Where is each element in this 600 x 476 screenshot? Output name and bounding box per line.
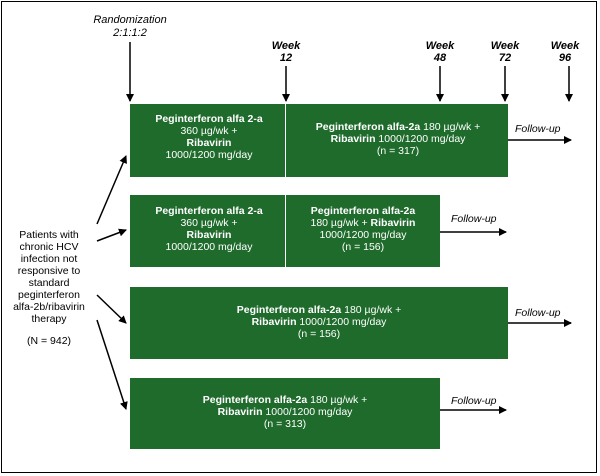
dose: 1000/1200 mg/day [296,316,387,328]
drug-name: Ribavirin [186,229,232,241]
dose: 360 µg/wk + [180,125,238,137]
drug-name: Ribavirin [330,133,376,145]
arm-3-box: Peginterferon alfa-2a 180 µg/wk + Ribavi… [130,287,508,359]
patients-line: therapy [31,313,67,325]
arm-2-maintenance-text: Peginterferon alfa-2a 180 µg/wk + Ribavi… [288,205,438,253]
dose: 1000/1200 mg/day [165,149,253,161]
arm-1-maintenance-text: Peginterferon alfa-2a 180 µg/wk + Ribavi… [290,121,506,157]
week-48-label: Week 48 [420,40,460,64]
arm-count: (n = 313) [263,418,307,430]
patients-line: standard [28,277,70,289]
arm-2-induction-text: Peginterferon alfa 2-a 360 µg/wk + Ribav… [136,205,282,253]
dose: 1000/1200 mg/day [262,406,353,418]
drug-name: Peginterferon alfa-2a [310,205,416,217]
dose: 1000/1200 mg/day [165,241,253,253]
patients-count: (N = 942) [26,335,72,347]
week-72-number: 72 [498,52,512,64]
dose: 180 µg/wk + [420,121,481,133]
week-48-word: Week [425,40,455,52]
dose: 360 µg/wk + [180,217,238,229]
arm-1-box: Peginterferon alfa 2-a 360 µg/wk + Ribav… [130,104,508,177]
drug-name: Peginterferon alfa 2-a [155,113,263,125]
branch-arrow-2 [96,228,127,242]
arm-3-followup: Follow-up [515,307,561,319]
drug-name: Ribavirin [217,406,263,418]
drug-name: Peginterferon alfa-2a [236,304,342,316]
week-12-number: 12 [279,52,293,64]
branch-arrow-4 [96,319,128,410]
week-72-word: Week [490,40,520,52]
dose: 180 µg/wk + [341,304,402,316]
dose: 180 µg/wk + [310,217,371,229]
patients-description: Patients with chronic HCV infection not … [4,229,94,347]
week-12-word: Week [271,40,301,52]
arm-1-followup: Follow-up [515,123,561,135]
patients-line: chronic HCV [19,241,79,253]
dose: 1000/1200 mg/day [375,133,466,145]
randomization-title: Randomization [93,14,167,26]
week-12-label: Week 12 [266,40,306,64]
week-72-label: Week 72 [485,40,525,64]
arm-2-week12-divider [285,195,286,267]
arm-count: (n = 156) [341,241,385,253]
arm-4-box: Peginterferon alfa-2a 180 µg/wk + Ribavi… [130,378,440,449]
week-96-word: Week [550,40,580,52]
week-96-number: 96 [558,52,572,64]
randomization-label: Randomization 2:1:1:2 [80,14,180,40]
arm-count: (n = 156) [297,328,341,340]
randomization-ratio: 2:1:1:2 [113,27,147,39]
arm-count: (n = 317) [376,145,420,157]
branch-arrow-3 [96,294,127,324]
branch-arrow-1 [96,155,127,225]
drug-name: Ribavirin [251,316,297,328]
week-48-number: 48 [433,52,447,64]
arm-2-followup: Follow-up [451,213,497,225]
arm-1-week12-divider [285,104,286,177]
drug-name: Ribavirin [370,217,416,229]
drug-name: Peginterferon alfa-2a [315,121,421,133]
patients-line: peginterferon [18,289,80,301]
patients-line: Patients with [19,229,79,241]
week-96-label: Week 96 [545,40,585,64]
patients-line: responsive to [17,265,81,277]
dose: 1000/1200 mg/day [319,229,407,241]
arm-2-box: Peginterferon alfa 2-a 360 µg/wk + Ribav… [130,195,440,267]
arm-1-induction-text: Peginterferon alfa 2-a 360 µg/wk + Ribav… [136,113,282,161]
drug-name: Peginterferon alfa 2-a [155,205,263,217]
patients-line: alfa-2b/ribavirin [13,301,85,313]
arm-4-text: Peginterferon alfa-2a 180 µg/wk + Ribavi… [160,394,410,430]
dose: 180 µg/wk + [307,394,368,406]
drug-name: Peginterferon alfa-2a [202,394,308,406]
arm-4-followup: Follow-up [451,395,497,407]
arm-3-text: Peginterferon alfa-2a 180 µg/wk + Ribavi… [190,304,448,340]
drug-name: Ribavirin [186,137,232,149]
patients-line: infection not [20,253,78,265]
